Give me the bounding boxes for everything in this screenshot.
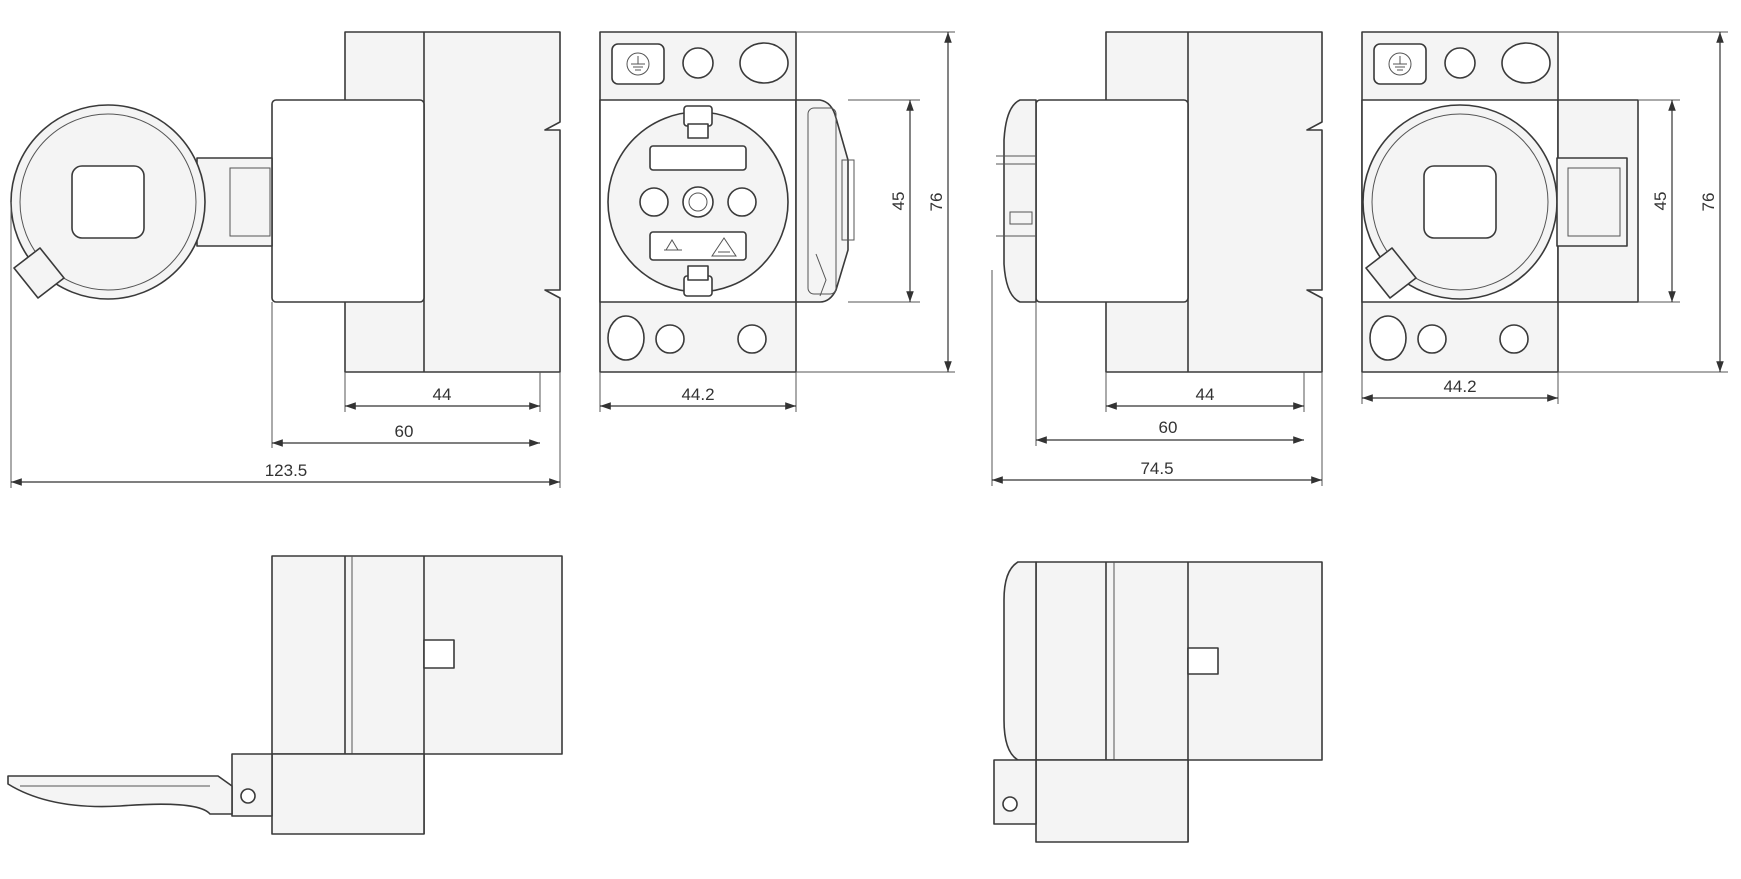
earth-ground-icon (1388, 52, 1412, 76)
right-front-dimensions: 44.2 45 76 (1361, 31, 1728, 404)
dim-left-total-height: 76 (927, 193, 946, 212)
dim-right-front-width: 44.2 (1443, 377, 1476, 396)
dim-left-total-width: 123.5 (265, 461, 308, 480)
side-view-with-lid (10, 31, 561, 373)
side-view-lid-closed (996, 31, 1323, 373)
dim-right-total-width: 74.5 (1140, 459, 1173, 478)
child-protection-icon (664, 239, 682, 251)
dim-right-total-height: 76 (1699, 193, 1718, 212)
front-view-lid-closed (1361, 31, 1639, 373)
socket-lid (10, 104, 206, 300)
warning-triangle-icon (711, 237, 737, 257)
earth-ground-icon (626, 52, 650, 76)
dim-left-body-width: 60 (395, 422, 414, 441)
dim-right-inner-height: 45 (1651, 192, 1670, 211)
dim-left-front-width: 44.2 (681, 385, 714, 404)
socket-lid (1362, 104, 1558, 300)
dim-left-inner-height: 45 (889, 192, 908, 211)
right-dimensions: 44 60 74.5 (991, 270, 1323, 486)
front-view-socket (599, 31, 855, 373)
schuko-socket (607, 105, 789, 297)
dim-right-rail-width: 44 (1196, 385, 1215, 404)
dim-left-rail-width: 44 (433, 385, 452, 404)
left-dimensions: 44 60 123.5 (10, 202, 561, 488)
top-view-lid-open (7, 555, 563, 835)
dim-right-body-width: 60 (1159, 418, 1178, 437)
top-view-lid-closed (993, 561, 1323, 843)
front-dimensions: 44.2 45 76 (599, 31, 955, 412)
